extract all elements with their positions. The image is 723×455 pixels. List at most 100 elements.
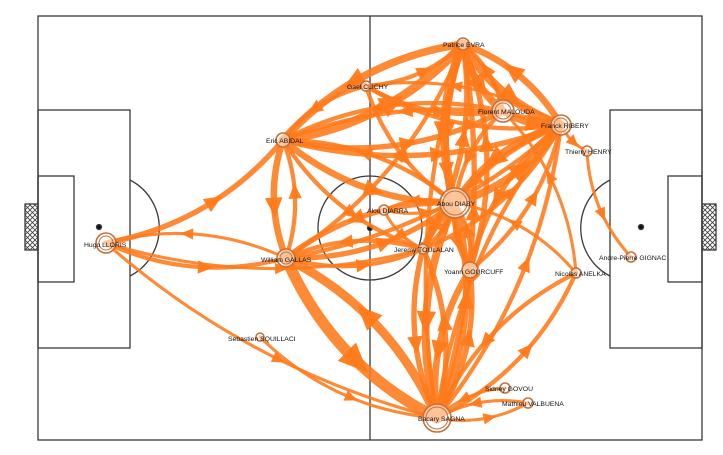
- pass-gallas-to-lloris: [104, 231, 288, 260]
- player-label-malouda: Florent MALOUDA: [478, 109, 535, 116]
- pass-arrow-abidal-to-gallas: [264, 197, 283, 218]
- player-node-gignac[interactable]: [625, 251, 637, 263]
- pass-lloris-to-sagna: [104, 241, 439, 420]
- pass-arrow-lloris-to-abidal: [202, 196, 222, 213]
- player-label-abidal: Eric ABIDAL: [266, 138, 304, 145]
- pass-diaby-to-abidal: [280, 137, 458, 206]
- pass-sagna-to-evra: [434, 41, 478, 421]
- pass-arrow-diaby-to-gourcuff: [449, 233, 463, 251]
- pass-arrow-sagna-to-valbuena: [482, 413, 497, 425]
- pass-ribery-to-abidal: [280, 107, 564, 143]
- player-node-henry[interactable]: [581, 145, 593, 157]
- player-label-lloris: Hugo LLORIS: [84, 242, 127, 249]
- pass-gourcuff-to-sagna: [431, 266, 474, 422]
- pass-arrow-sagna-to-anelka: [517, 343, 533, 360]
- pass-anelka-to-malouda: [501, 109, 578, 275]
- pass-arrow-toulalan-to-sagna: [407, 335, 423, 355]
- right-goal-net: [701, 203, 717, 251]
- player-label-diaby: Abou DIABY: [437, 201, 476, 208]
- pass-gallas-to-diaby: [283, 200, 458, 261]
- player-node-toulalan[interactable]: [417, 243, 429, 255]
- left-goal-area: [37, 175, 75, 283]
- pass-arrow-ribery-to-evra: [504, 64, 526, 84]
- right-goal-area: [667, 175, 703, 283]
- player-node-ring-malouda: [494, 102, 512, 120]
- player-label-henry: Thierry HENRY: [565, 149, 612, 156]
- pass-arrow-diaby-to-gallas: [346, 208, 367, 224]
- pass-arrow-clichy-to-evra: [415, 67, 432, 81]
- pass-arrow-malouda-to-abidal: [370, 99, 387, 113]
- player-node-abidal[interactable]: [275, 132, 291, 148]
- pass-arrow-lloris-to-toulalan: [275, 262, 288, 275]
- player-label-diarra: Alou DIARRA: [367, 208, 409, 215]
- pass-arrow-toulalan-to-evra: [454, 128, 470, 148]
- pass-arrow-evra-to-gourcuff: [438, 161, 454, 180]
- pass-arrow-ribery-to-henry: [565, 134, 579, 148]
- pass-squillaci-to-sagna: [258, 335, 439, 420]
- player-label-govou: Sidney GOVOU: [485, 386, 533, 393]
- player-node-ring-gallas: [279, 251, 293, 265]
- pass-arrow-henry-to-gignac: [594, 206, 606, 221]
- pass-gourcuff-to-ribery: [467, 122, 564, 273]
- player-node-govou[interactable]: [499, 382, 511, 394]
- left-goal-net: [24, 203, 39, 251]
- player-node-anelka[interactable]: [570, 267, 582, 279]
- player-label-evra: Patrice EVRA: [443, 42, 485, 49]
- player-node-ring-sagna: [425, 406, 449, 430]
- player-nodes: [95, 37, 637, 433]
- pass-lloris-to-gallas: [103, 240, 289, 270]
- player-label-gourcuff: Yoann GOURCUFF: [444, 269, 503, 276]
- pass-abidal-to-toulalan: [280, 137, 426, 252]
- player-node-evra[interactable]: [456, 37, 470, 51]
- pass-gallas-to-evra: [283, 41, 466, 261]
- pass-gourcuff-to-evra: [460, 41, 490, 273]
- pass-edges: [103, 39, 633, 425]
- pass-arrow-gallas-to-evra: [391, 146, 407, 164]
- pass-toulalan-to-sagna: [411, 246, 440, 421]
- pass-lloris-to-abidal: [103, 137, 286, 246]
- pass-arrow-squillaci-to-sagna: [343, 390, 358, 401]
- pass-arrow-sagna-to-toulalan: [437, 312, 453, 332]
- player-node-squillaci[interactable]: [255, 332, 265, 342]
- pass-lloris-to-toulalan: [104, 241, 425, 271]
- pass-sagna-to-anelka: [434, 270, 579, 421]
- player-node-clichy[interactable]: [360, 80, 372, 92]
- right-penalty-spot: [637, 223, 645, 231]
- player-label-clichy: Gael CLICHY: [347, 84, 389, 91]
- player-node-valbuena[interactable]: [522, 397, 534, 409]
- pass-arrow-ribery-to-abidal: [397, 103, 414, 118]
- player-label-ribery: Franck RIBERY: [541, 123, 589, 130]
- player-node-ring-diaby: [442, 190, 468, 216]
- pass-arrow-toulalan-to-ribery: [501, 186, 517, 202]
- pass-arrow-ribery-to-gourcuff: [492, 187, 509, 207]
- pass-henry-to-gignac: [585, 149, 633, 259]
- player-node-diaby[interactable]: [439, 187, 471, 219]
- pass-toulalan-to-ribery: [420, 122, 564, 252]
- pass-arrow-gallas-to-lloris: [180, 228, 194, 240]
- player-node-diarra[interactable]: [378, 204, 390, 216]
- player-node-ring-ribery: [553, 117, 569, 133]
- pass-gallas-to-abidal: [280, 137, 298, 261]
- pass-arrow-lloris-to-sagna: [270, 351, 285, 363]
- player-label-squillaci: Sebastien SQUILLACI: [228, 336, 296, 343]
- pass-arrow-sagna-to-gallas: [357, 305, 383, 331]
- pass-arrow-anelka-to-diaby: [508, 219, 523, 231]
- player-label-valbuena: Mathieu VALBUENA: [502, 401, 564, 408]
- pass-arrow-diaby-to-sagna: [416, 310, 437, 334]
- player-node-sagna[interactable]: [422, 403, 452, 433]
- pass-arrow-sagna-to-evra: [465, 202, 481, 221]
- pass-gallas-to-toulalan: [283, 246, 426, 269]
- player-label-anelka: Nicolas ANELKA: [555, 271, 606, 278]
- pass-malouda-to-abidal: [280, 100, 506, 143]
- left-penalty-area: [37, 109, 131, 349]
- pass-arrow-anelka-to-malouda: [546, 170, 558, 185]
- player-node-gourcuff[interactable]: [461, 261, 479, 279]
- pass-arrow-govou-to-sagna: [457, 391, 472, 402]
- pass-arrow-clichy-to-abidal: [307, 99, 325, 114]
- pass-gallas-to-ribery: [283, 122, 564, 261]
- pass-arrow-anelka-to-sagna: [480, 331, 496, 348]
- pass-arrow-gallas-to-abidal: [288, 183, 302, 199]
